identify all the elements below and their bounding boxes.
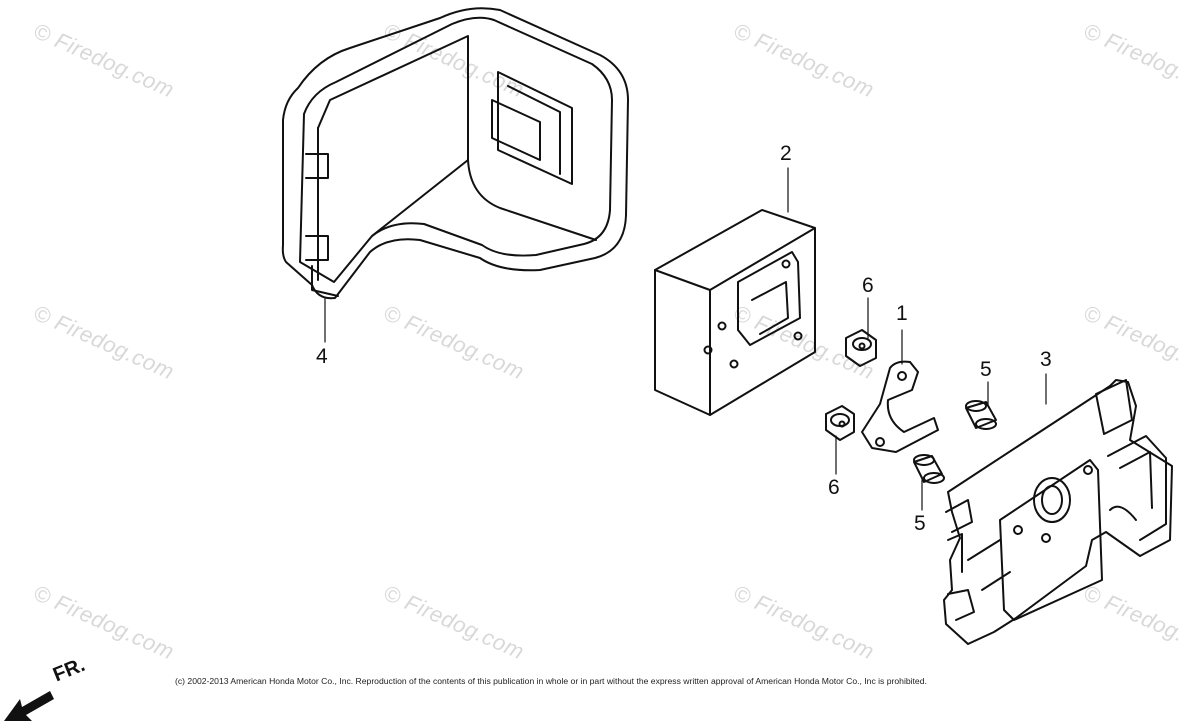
- air-filter-element: [654, 209, 816, 416]
- callout-part-5-lower: 5: [914, 512, 926, 535]
- leader-lines: [324, 167, 1047, 511]
- callout-part-4: 4: [316, 345, 328, 368]
- air-cleaner-base: [943, 379, 1173, 645]
- callout-part-5-upper: 5: [980, 358, 992, 381]
- collar-lower: [913, 454, 945, 484]
- callout-part-1: 1: [896, 302, 908, 325]
- bracket-plate: [861, 360, 939, 453]
- flange-nut-upper: [845, 329, 877, 367]
- air-cleaner-cover: [281, 7, 629, 300]
- copyright-notice: (c) 2002-2013 American Honda Motor Co., …: [175, 676, 927, 686]
- callout-part-6-lower: 6: [828, 476, 840, 499]
- callout-part-6-upper: 6: [862, 274, 874, 297]
- front-direction-arrow-icon: [4, 691, 54, 721]
- collar-upper: [965, 400, 997, 430]
- callout-part-3: 3: [1040, 348, 1052, 371]
- callout-part-2: 2: [780, 142, 792, 165]
- flange-nut-lower: [825, 405, 855, 441]
